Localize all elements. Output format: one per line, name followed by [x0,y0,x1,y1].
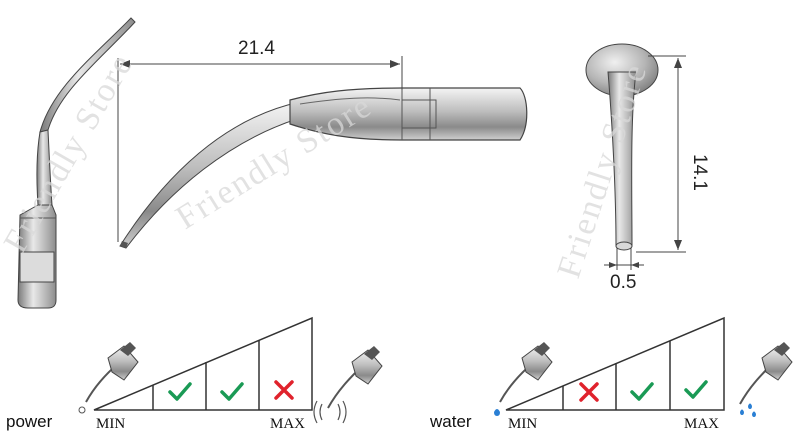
power-triangle [93,316,313,411]
water-cell-3-mark [684,380,708,399]
water-label: water [429,412,472,431]
water-min-label: MIN [508,416,537,432]
tip-front-view [585,43,659,251]
power-cell-1-mark [168,382,192,401]
water-scale: water MIN MAX [429,316,793,432]
check-icon [630,382,654,401]
height-value: 14.1 [689,154,710,191]
power-cell-2-mark [220,382,244,401]
tip-width-value: 0.5 [610,272,636,293]
tip-length-view [119,87,528,249]
water-max-label: MAX [684,416,719,432]
power-scale: power MIN MAX [6,316,383,432]
power-max-tip-icon [313,346,383,424]
check-icon [168,382,192,401]
dimension-tip-width: 0.5 [604,248,644,293]
water-cell-2-mark [630,382,654,401]
power-min-tip-icon [78,342,139,414]
power-cell-3-mark [274,380,294,400]
water-cell-1-mark [579,382,599,402]
water-min-tip-icon [494,342,553,416]
power-max-label: MAX [270,416,305,432]
length-value: 21.4 [238,38,275,59]
water-drop-icon [494,409,500,416]
tip-side-view [17,17,136,309]
dimension-height: 14.1 [636,55,710,253]
dimension-length: 21.4 [117,38,403,242]
power-min-label: MIN [96,416,125,432]
cross-icon [274,380,294,400]
check-icon [684,380,708,399]
power-label: power [6,412,53,431]
cross-icon [579,382,599,402]
water-max-tip-icon [739,342,793,417]
check-icon [220,382,244,401]
